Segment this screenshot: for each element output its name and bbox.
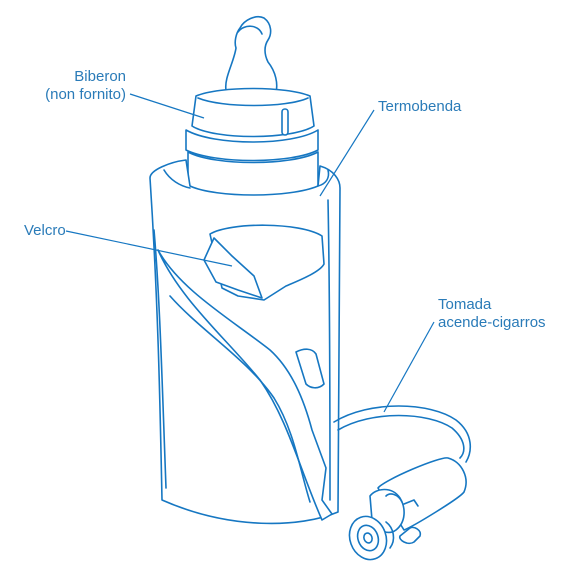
bottle-cap — [186, 89, 318, 200]
label-tomada-line2: acende-cigarros — [438, 314, 546, 332]
leader-tomada — [384, 322, 434, 412]
label-termobenda: Termobenda — [378, 98, 461, 116]
leader-biberon — [130, 94, 204, 118]
bottle-nipple — [226, 17, 277, 92]
label-tomada-line1: Tomada — [438, 296, 546, 314]
label-tomada: Tomada acende-cigarros — [438, 296, 546, 332]
label-biberon-line1: Biberon — [16, 68, 126, 86]
cigarette-lighter-plug — [344, 458, 466, 565]
label-biberon-line2: (non fornito) — [16, 86, 126, 104]
leader-termobenda — [320, 110, 374, 196]
label-velcro: Velcro — [24, 222, 66, 240]
label-biberon: Biberon (non fornito) — [16, 68, 126, 104]
power-cable — [334, 406, 470, 462]
